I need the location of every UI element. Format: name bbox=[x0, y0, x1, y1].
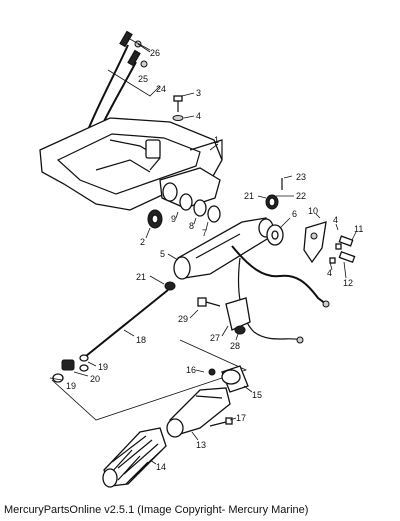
rubber-grip-14 bbox=[102, 427, 167, 488]
shift-linkage bbox=[147, 167, 221, 229]
callout-1: 1 bbox=[214, 135, 219, 145]
callout-4b: 4 bbox=[333, 215, 338, 225]
callout-2: 2 bbox=[140, 237, 145, 247]
shift-rod-18 bbox=[79, 281, 176, 362]
callout-8: 8 bbox=[189, 221, 194, 231]
callout-9: 9 bbox=[171, 214, 176, 224]
wire-harness bbox=[231, 245, 327, 305]
callout-27: 27 bbox=[210, 333, 220, 343]
callout-17: 17 bbox=[236, 413, 246, 423]
callout-4: 4 bbox=[196, 111, 201, 121]
pin-22-23 bbox=[265, 178, 283, 210]
callout-19: 19 bbox=[98, 362, 108, 372]
leader-lines bbox=[49, 43, 357, 465]
callout-4c: 4 bbox=[327, 268, 332, 278]
callout-6: 6 bbox=[292, 209, 297, 219]
screw-29 bbox=[197, 297, 221, 307]
callout-7: 7 bbox=[202, 228, 207, 238]
callout-26: 26 bbox=[150, 48, 160, 58]
callout-25: 25 bbox=[138, 74, 148, 84]
exploded-parts-diagram: 26 25 24 3 4 1 23 22 21 6 10 4 11 9 8 7 … bbox=[39, 30, 363, 488]
callout-10: 10 bbox=[308, 206, 318, 216]
callout-22: 22 bbox=[296, 191, 306, 201]
callout-14: 14 bbox=[156, 462, 166, 472]
callout-13: 13 bbox=[196, 440, 206, 450]
bolts-11-12 bbox=[329, 235, 356, 264]
callout-19b: 19 bbox=[66, 381, 76, 391]
callout-12: 12 bbox=[343, 278, 353, 288]
callout-5: 5 bbox=[160, 249, 165, 259]
callout-24: 24 bbox=[156, 84, 166, 94]
callout-labels: 26 25 24 3 4 1 23 22 21 6 10 4 11 9 8 7 … bbox=[66, 48, 363, 472]
callout-16: 16 bbox=[186, 365, 196, 375]
callout-21: 21 bbox=[244, 191, 254, 201]
screw-3 bbox=[172, 95, 184, 121]
throttle-grip-13 bbox=[166, 387, 231, 438]
callout-15: 15 bbox=[252, 390, 262, 400]
callout-18: 18 bbox=[136, 335, 146, 345]
callout-20: 20 bbox=[90, 374, 100, 384]
grip-tube-15 bbox=[208, 365, 249, 393]
clamp-27 bbox=[225, 297, 251, 335]
copyright-caption: MercuryPartsOnline v2.5.1 (Image Copyrig… bbox=[4, 504, 309, 516]
callout-11: 11 bbox=[354, 224, 363, 234]
spring-20 bbox=[52, 359, 89, 383]
callout-23: 23 bbox=[296, 172, 306, 182]
clip-10 bbox=[303, 221, 327, 264]
callout-28: 28 bbox=[230, 341, 240, 351]
callout-21b: 21 bbox=[136, 272, 146, 282]
callout-3: 3 bbox=[196, 88, 201, 98]
callout-29: 29 bbox=[178, 314, 188, 324]
